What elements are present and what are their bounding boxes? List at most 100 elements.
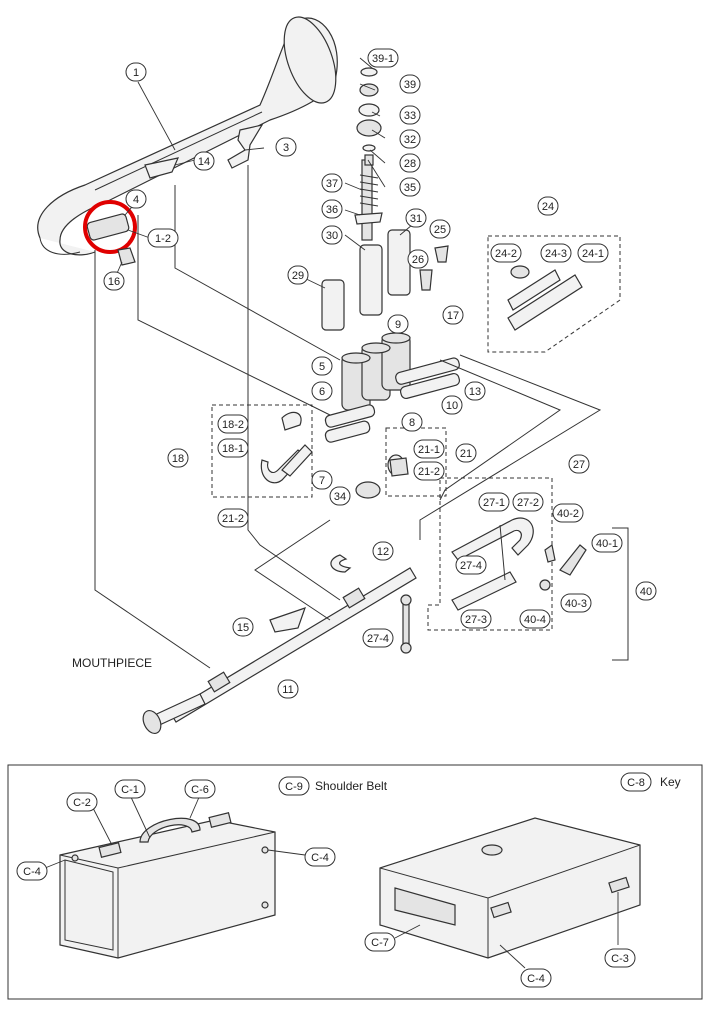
part-label-29: 29 bbox=[287, 265, 309, 285]
part-label-text: 37 bbox=[326, 178, 338, 190]
case-label-text: C-8 bbox=[627, 777, 645, 789]
case-label-C-4: C-4 bbox=[304, 847, 336, 867]
case-label-text: C-4 bbox=[23, 866, 41, 878]
part-label-text: 4 bbox=[133, 194, 139, 206]
part-label-text: 18-1 bbox=[222, 443, 244, 455]
part-label-27: 27 bbox=[568, 454, 590, 474]
screw-26 bbox=[419, 269, 433, 291]
brace-12 bbox=[330, 554, 352, 573]
part-label-text: 24-2 bbox=[495, 248, 517, 260]
part-label-text: 40 bbox=[640, 586, 652, 598]
part-label-text: 18-2 bbox=[222, 419, 244, 431]
case-label-text: C-4 bbox=[311, 852, 329, 864]
brace-3 bbox=[227, 124, 264, 169]
part-label-text: 40-4 bbox=[524, 614, 546, 626]
part-label-28: 28 bbox=[399, 153, 421, 173]
leadpipe-11 bbox=[169, 567, 417, 723]
part-label-text: 40-2 bbox=[557, 508, 579, 520]
part-label-text: 3 bbox=[283, 142, 289, 154]
part-label-27-3: 27-3 bbox=[460, 609, 492, 629]
part-label-35: 35 bbox=[399, 177, 421, 197]
part-label-13: 13 bbox=[464, 381, 486, 401]
case-label-C-4: C-4 bbox=[16, 861, 48, 881]
case-label-text: C-9 bbox=[285, 781, 303, 793]
part-label-text: 33 bbox=[404, 110, 416, 122]
part-label-14: 14 bbox=[193, 151, 215, 171]
case-label-text: C-2 bbox=[73, 797, 91, 809]
part-label-10: 10 bbox=[441, 395, 463, 415]
group-24-box bbox=[487, 235, 621, 353]
part-label-text: 32 bbox=[404, 134, 416, 146]
part-label-24-1: 24-1 bbox=[577, 243, 609, 263]
part-label-12: 12 bbox=[372, 541, 394, 561]
part-label-text: 15 bbox=[237, 622, 249, 634]
part-label-text: 6 bbox=[319, 386, 325, 398]
brace-14 bbox=[144, 157, 180, 179]
part-label-text: 24-1 bbox=[582, 248, 604, 260]
part-label-18-1: 18-1 bbox=[217, 438, 249, 458]
part-label-1: 1 bbox=[125, 62, 147, 82]
part-label-text: 28 bbox=[404, 158, 416, 170]
case-label-text: C-6 bbox=[191, 784, 209, 796]
part-label-40-3: 40-3 bbox=[560, 593, 592, 613]
part-label-text: 29 bbox=[292, 270, 304, 282]
part-label-text: 21 bbox=[460, 448, 472, 460]
part-label-4: 4 bbox=[125, 189, 147, 209]
part-label-text: 18 bbox=[172, 453, 184, 465]
screw-16 bbox=[117, 247, 136, 266]
part-label-text: 8 bbox=[409, 417, 415, 429]
screw-25 bbox=[434, 245, 449, 263]
part-label-9: 9 bbox=[387, 314, 409, 334]
case-label-C-9: C-9 bbox=[278, 776, 310, 796]
part-label-11: 11 bbox=[277, 679, 299, 699]
case-label-C-8: C-8 bbox=[620, 772, 652, 792]
part-label-text: 24-3 bbox=[545, 248, 567, 260]
part-label-text: 27-4 bbox=[460, 560, 482, 572]
bell-section bbox=[37, 16, 338, 256]
pistons bbox=[321, 159, 411, 331]
part-label-24-2: 24-2 bbox=[490, 243, 522, 263]
part-label-text: 27-1 bbox=[483, 497, 505, 509]
group-18-box bbox=[211, 404, 313, 498]
part-label-text: 26 bbox=[412, 254, 424, 266]
part-label-text: 12 bbox=[377, 546, 389, 558]
case-label-C-4: C-4 bbox=[520, 968, 552, 988]
part-label-40-4: 40-4 bbox=[519, 609, 551, 629]
brace-15 bbox=[269, 607, 306, 633]
part-label-text: 27-4 bbox=[367, 633, 389, 645]
part-label-3: 3 bbox=[275, 137, 297, 157]
valve-cluster bbox=[324, 332, 461, 443]
group-27-box bbox=[427, 477, 553, 631]
part-label-30: 30 bbox=[321, 225, 343, 245]
tubing-lines bbox=[94, 165, 602, 669]
part-label-27-4: 27-4 bbox=[455, 555, 487, 575]
case-label-text: C-3 bbox=[611, 953, 629, 965]
part-label-text: 9 bbox=[395, 319, 401, 331]
part-label-40-2: 40-2 bbox=[552, 503, 584, 523]
part-label-text: 21-2 bbox=[222, 513, 244, 525]
part-label-text: 35 bbox=[404, 182, 416, 194]
part-label-text: 31 bbox=[410, 213, 422, 225]
part-label-21-1: 21-1 bbox=[413, 439, 445, 459]
part-label-33: 33 bbox=[399, 105, 421, 125]
case-label-text: C-4 bbox=[527, 973, 545, 985]
label-layer: 11-2345678910111213141516171818-118-2212… bbox=[16, 48, 657, 988]
case-label-C-7: C-7 bbox=[364, 932, 396, 952]
part-label-7: 7 bbox=[311, 470, 333, 490]
part-label-text: 30 bbox=[326, 230, 338, 242]
part-label-31: 31 bbox=[405, 208, 427, 228]
slide-24 bbox=[507, 265, 583, 331]
case-label-C-3: C-3 bbox=[604, 948, 636, 968]
part-label-27-4: 27-4 bbox=[362, 628, 394, 648]
part-label-text: 34 bbox=[334, 491, 346, 503]
case-leaders bbox=[44, 794, 619, 969]
highlight-circle bbox=[83, 200, 137, 254]
part-label-text: 16 bbox=[108, 276, 120, 288]
part-label-18: 18 bbox=[167, 448, 189, 468]
part-label-text: 39-1 bbox=[372, 53, 394, 65]
part-label-text: 27-3 bbox=[465, 614, 487, 626]
shoulder-belt-caption: Shoulder Belt bbox=[315, 779, 388, 793]
part-label-5: 5 bbox=[311, 356, 333, 376]
parts-40 bbox=[539, 527, 629, 661]
part-label-text: 10 bbox=[446, 400, 458, 412]
